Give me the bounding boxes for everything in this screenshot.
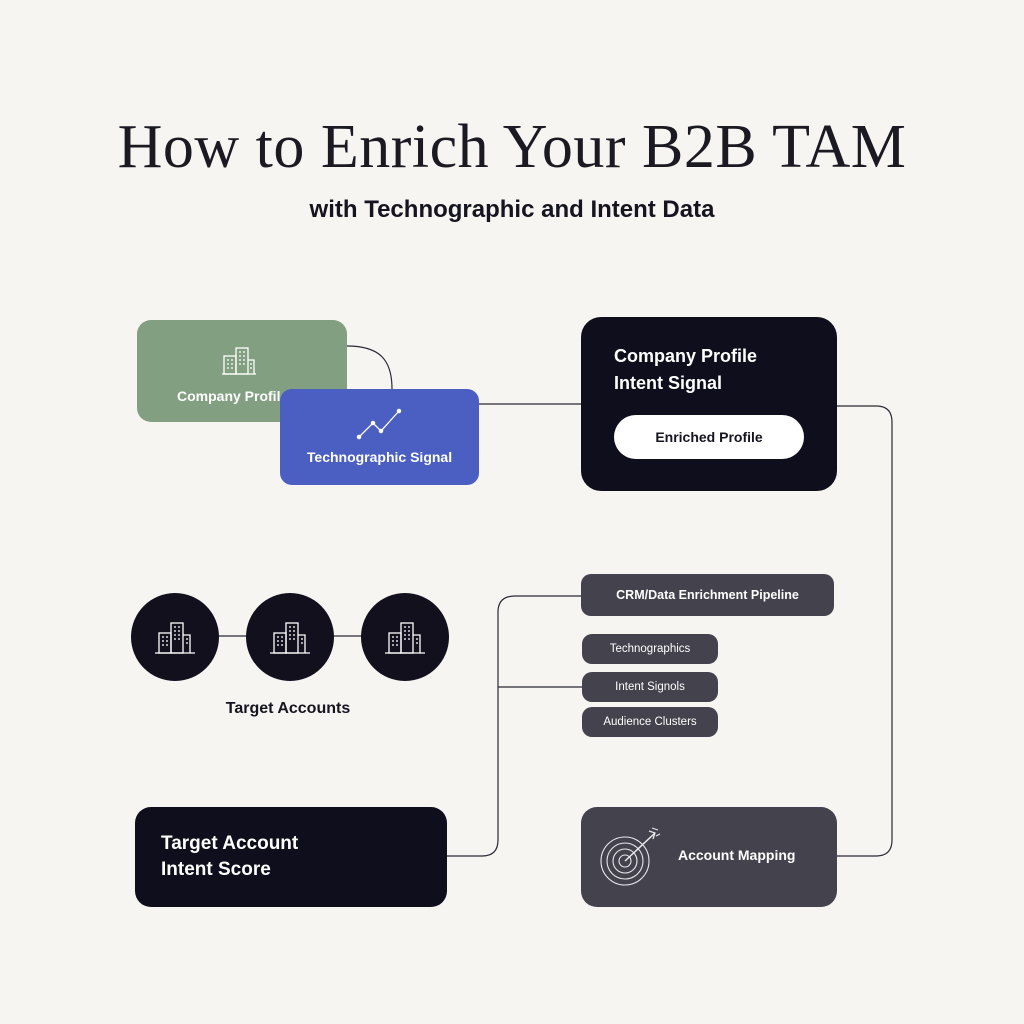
target-accounts-label: Target Accounts [225, 700, 351, 717]
buildings-icon [270, 622, 310, 654]
target-account-circle[interactable] [246, 593, 334, 681]
intent-score-line-2: Intent Score [161, 859, 271, 880]
pipeline-item-intent-signals[interactable]: Intent Signols [582, 672, 718, 702]
account-mapping-card[interactable]: Account Mapping [581, 807, 837, 907]
technographic-signal-card[interactable]: Technographic Signal [280, 389, 479, 485]
pipeline-item-technographics[interactable]: Technographics [582, 634, 718, 664]
pipeline-item-audience-clusters[interactable]: Audience Clusters [582, 707, 718, 737]
target-arrow-icon [597, 825, 663, 889]
page-subtitle: with Technographic and Intent Data [309, 196, 715, 223]
enriched-card-line-1: Company Profile [614, 346, 758, 366]
buildings-icon [221, 344, 257, 376]
company-profile-label: Company Profile [177, 388, 289, 404]
target-account-circle[interactable] [131, 593, 219, 681]
enriched-card-line-2: Intent Signal [614, 373, 722, 393]
trend-line-icon [355, 405, 403, 441]
target-account-circle[interactable] [361, 593, 449, 681]
enriched-profile-button[interactable]: Enriched Profile [614, 415, 804, 459]
connector-company-to-technographic [346, 345, 393, 390]
connector-pipeline-trunk [447, 595, 581, 857]
buildings-icon [385, 622, 425, 654]
page-title: How to Enrich Your B2B TAM [117, 113, 907, 181]
enriched-profile-card: Company Profile Intent Signal Enriched P… [581, 317, 837, 491]
buildings-icon [155, 622, 195, 654]
account-mapping-label: Account Mapping [678, 847, 796, 863]
connector-enriched-to-mapping [837, 405, 893, 857]
pipeline-header[interactable]: CRM/Data Enrichment Pipeline [581, 574, 834, 616]
technographic-signal-label: Technographic Signal [306, 449, 453, 465]
intent-score-card[interactable]: Target Account Intent Score [135, 807, 447, 907]
intent-score-line-1: Target Account [161, 833, 299, 854]
